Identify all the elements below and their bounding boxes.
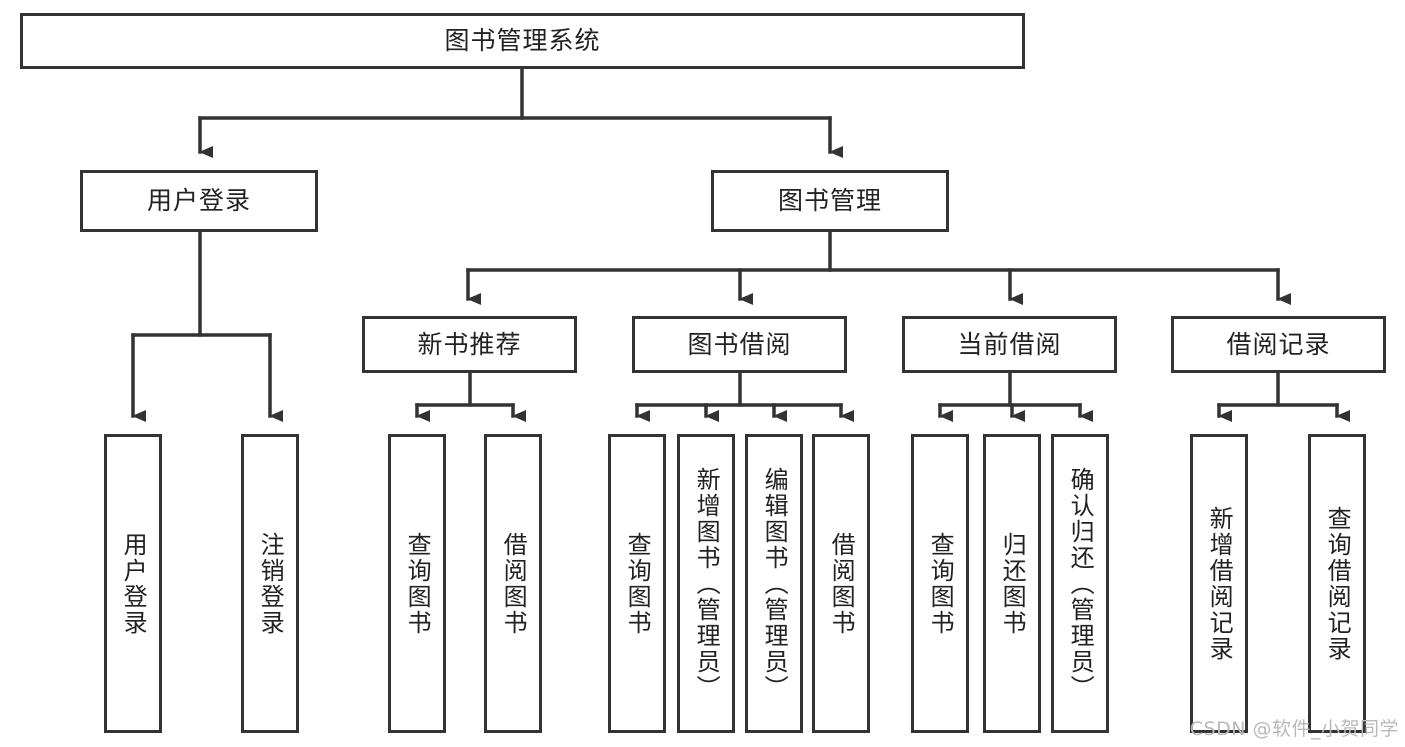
node-leaf-add-book-label: 新增图书（管理员） — [692, 466, 721, 701]
node-book-management[interactable]: 图书管理 — [711, 170, 949, 232]
node-leaf-confirm-return-label: 确认归还（管理员） — [1066, 466, 1095, 701]
node-borrow-record-label: 借阅记录 — [1226, 329, 1331, 359]
node-book-borrow[interactable]: 图书借阅 — [632, 316, 847, 373]
node-leaf-query-record[interactable]: 查询借阅记录 — [1308, 434, 1366, 733]
node-leaf-return-book[interactable]: 归还图书 — [983, 434, 1041, 733]
node-leaf-query-book-1[interactable]: 查询图书 — [388, 434, 446, 733]
node-book-management-label: 图书管理 — [777, 186, 882, 215]
node-leaf-borrow-book-1-label: 借阅图书 — [499, 531, 528, 636]
node-leaf-user-login-label: 用户登录 — [119, 531, 148, 636]
node-leaf-query-book-1-label: 查询图书 — [403, 531, 432, 636]
node-leaf-query-book-2[interactable]: 查询图书 — [608, 434, 666, 733]
node-user-login-label: 用户登录 — [146, 186, 251, 215]
node-leaf-edit-book[interactable]: 编辑图书（管理员） — [745, 434, 803, 733]
node-leaf-confirm-return[interactable]: 确认归还（管理员） — [1051, 434, 1109, 733]
node-root[interactable]: 图书管理系统 — [20, 13, 1025, 69]
node-current-borrow-label: 当前借阅 — [957, 329, 1062, 359]
node-leaf-query-record-label: 查询借阅记录 — [1323, 505, 1352, 662]
node-leaf-add-record-label: 新增借阅记录 — [1205, 505, 1234, 662]
csdn-watermark: CSDN @软件_小贺同学 — [1189, 718, 1399, 740]
node-book-borrow-label: 图书借阅 — [687, 329, 792, 359]
node-user-login[interactable]: 用户登录 — [80, 170, 318, 232]
node-new-book-recommend-label: 新书推荐 — [417, 329, 522, 359]
node-leaf-borrow-book-1[interactable]: 借阅图书 — [484, 434, 542, 733]
node-leaf-return-book-label: 归还图书 — [998, 531, 1027, 636]
node-leaf-edit-book-label: 编辑图书（管理员） — [760, 466, 789, 701]
node-leaf-borrow-book-2[interactable]: 借阅图书 — [812, 434, 870, 733]
node-borrow-record[interactable]: 借阅记录 — [1171, 316, 1386, 373]
node-root-label: 图书管理系统 — [444, 26, 601, 55]
node-leaf-user-login[interactable]: 用户登录 — [104, 434, 162, 733]
node-leaf-query-book-3-label: 查询图书 — [926, 531, 955, 636]
node-new-book-recommend[interactable]: 新书推荐 — [362, 316, 577, 373]
node-leaf-user-logout[interactable]: 注销登录 — [241, 434, 299, 733]
node-current-borrow[interactable]: 当前借阅 — [902, 316, 1117, 373]
node-leaf-query-book-2-label: 查询图书 — [623, 531, 652, 636]
node-leaf-user-logout-label: 注销登录 — [256, 531, 285, 636]
node-leaf-add-book[interactable]: 新增图书（管理员） — [677, 434, 735, 733]
node-leaf-borrow-book-2-label: 借阅图书 — [827, 531, 856, 636]
node-leaf-add-record[interactable]: 新增借阅记录 — [1190, 434, 1248, 733]
node-leaf-query-book-3[interactable]: 查询图书 — [911, 434, 969, 733]
